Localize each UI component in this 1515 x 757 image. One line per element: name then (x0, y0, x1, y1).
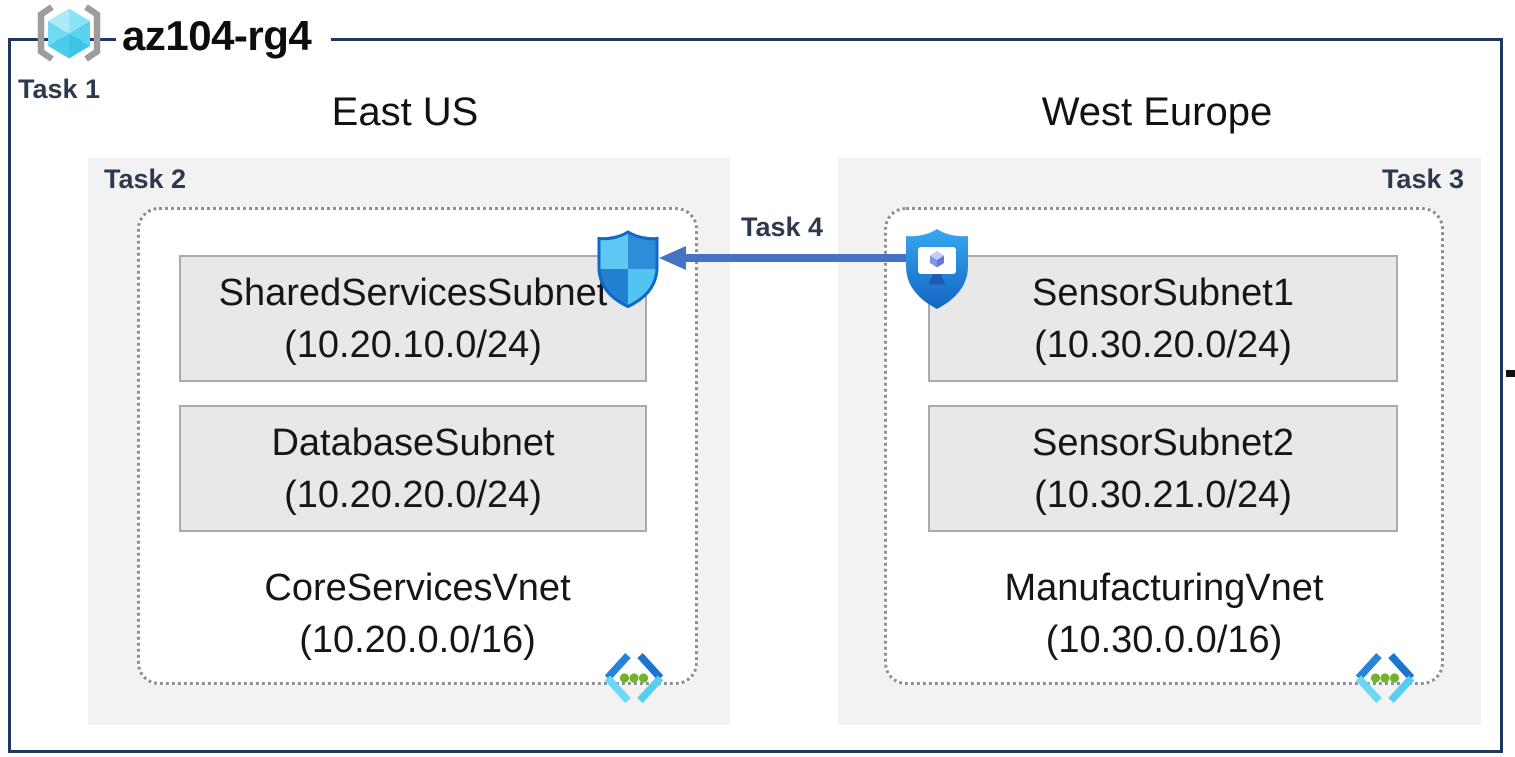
region-label-west-europe: West Europe (1041, 90, 1273, 134)
subnet-name: SensorSubnet1 (1032, 271, 1294, 314)
task1-label: Task 1 (18, 74, 101, 104)
resource-group-icon (37, 4, 101, 62)
vnet-cidr: (10.20.0.0/16) (299, 619, 536, 661)
task4-label: Task 4 (740, 212, 824, 242)
virtual-network-icon (604, 652, 664, 704)
subnet-box-database: DatabaseSubnet (10.20.20.0/24) (179, 405, 647, 532)
subnet-name: DatabaseSubnet (271, 421, 555, 464)
virtual-network-icon (1355, 652, 1415, 704)
asg-shield-monitor-icon (906, 229, 968, 309)
subnet-box-sensor2: SensorSubnet2 (10.30.21.0/24) (928, 405, 1398, 532)
vnet-name: CoreServicesVnet (264, 567, 571, 609)
subnet-cidr: (10.20.20.0/24) (284, 473, 542, 516)
peering-arrow (659, 246, 906, 270)
subnet-box-sharedservices: SharedServicesSubnet (10.20.10.0/24) (179, 255, 647, 382)
vnet-cidr: (10.30.0.0/16) (1045, 619, 1283, 661)
edge-dash-artifact (1506, 370, 1515, 377)
subnet-box-sensor1: SensorSubnet1 (10.30.20.0/24) (928, 255, 1398, 382)
vnet-name: ManufacturingVnet (1004, 567, 1324, 609)
task3-label: Task 3 (1381, 164, 1464, 194)
subnet-name: SensorSubnet2 (1032, 421, 1294, 464)
nsg-shield-icon (597, 230, 659, 309)
subnet-cidr: (10.20.10.0/24) (284, 323, 542, 366)
subnet-name: SharedServicesSubnet (218, 271, 608, 314)
subnet-cidr: (10.30.21.0/24) (1034, 473, 1292, 516)
subnet-cidr: (10.30.20.0/24) (1034, 323, 1292, 366)
region-label-east-us: East US (331, 90, 479, 134)
vnet-label-coreservices: CoreServicesVnet (10.20.0.0/16) (137, 562, 698, 666)
task2-label: Task 2 (104, 164, 187, 194)
vnet-label-manufacturing: ManufacturingVnet (10.30.0.0/16) (884, 562, 1444, 666)
resource-group-title: az104-rg4 (116, 12, 332, 62)
